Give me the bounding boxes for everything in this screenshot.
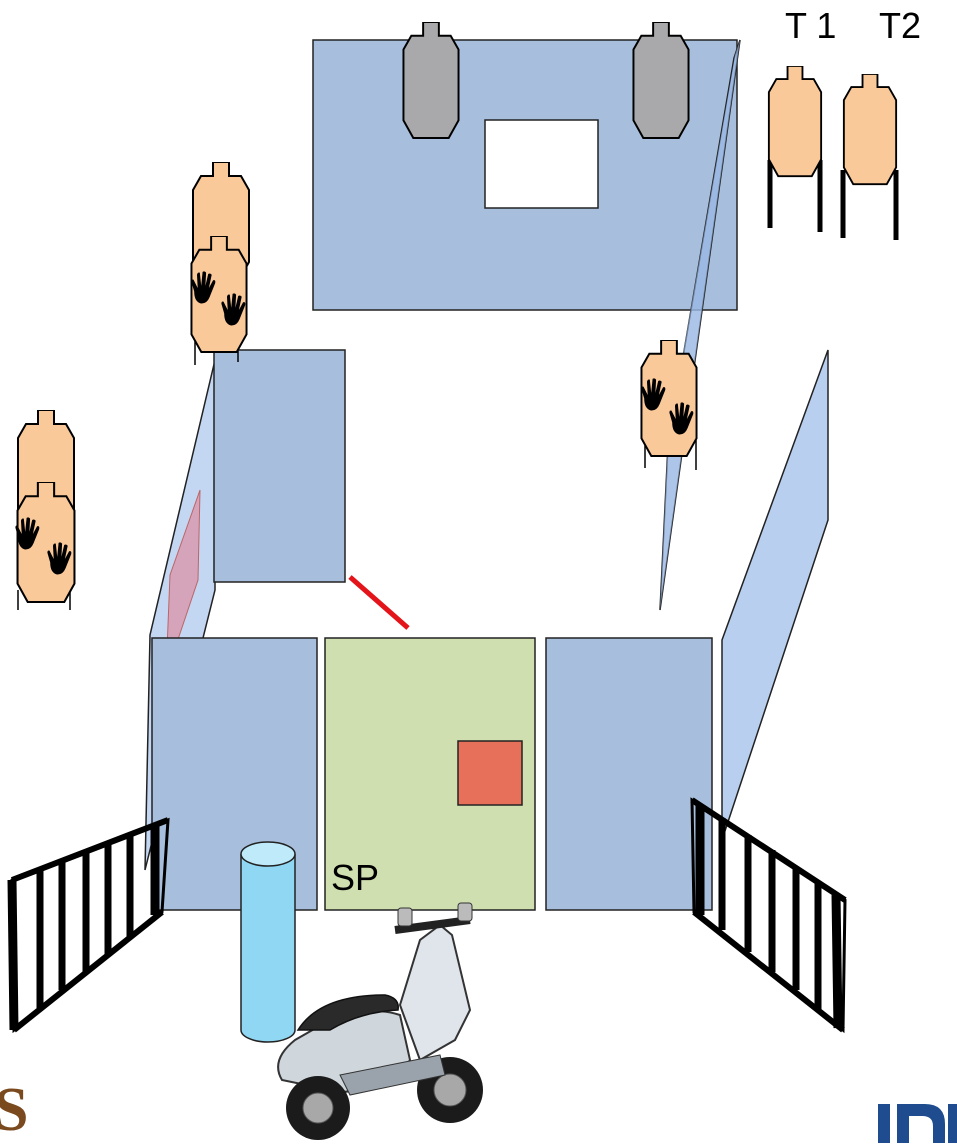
barricade-icon bbox=[7, 817, 170, 1034]
back-wall-target-right bbox=[632, 22, 690, 140]
back-wall-target-left bbox=[402, 22, 460, 140]
target-t1 bbox=[767, 66, 823, 232]
fault-line bbox=[348, 575, 410, 630]
left-logo-text: S bbox=[0, 1076, 28, 1143]
label-target-1: T 1 bbox=[785, 5, 837, 46]
barrel-icon bbox=[240, 841, 296, 1043]
far-left-target-group bbox=[16, 410, 76, 610]
inner-wall bbox=[213, 349, 346, 583]
left-upper-target-group bbox=[190, 162, 251, 365]
front-wall-right bbox=[545, 637, 713, 911]
right-angled-wall-upper-fill bbox=[660, 40, 740, 610]
right-logo bbox=[876, 1100, 957, 1143]
label-start-position: SP bbox=[331, 857, 380, 898]
scooter-icon bbox=[277, 902, 483, 1140]
door-table-red bbox=[457, 740, 523, 806]
target-t2 bbox=[840, 74, 899, 240]
right-middle-no-shoot-target bbox=[640, 340, 698, 470]
back-wall-window bbox=[484, 119, 599, 209]
left-logo: S bbox=[0, 1076, 28, 1144]
barricade-icon bbox=[690, 797, 847, 1034]
right-angled-wall-lower bbox=[721, 349, 829, 841]
label-target-2: T2 bbox=[879, 5, 922, 46]
